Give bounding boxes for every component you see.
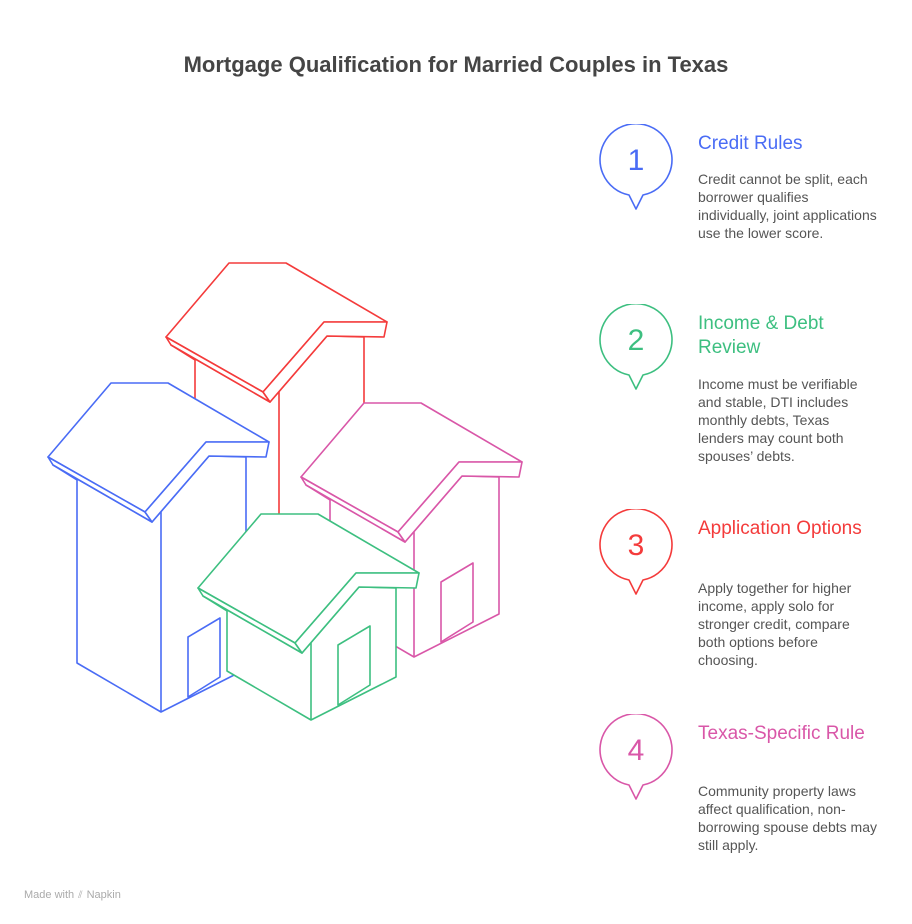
door [440,562,474,643]
roof-side-edge [397,461,523,543]
step-description: Apply together for higher income, apply … [698,580,852,668]
step-description: Community property laws affect qualifica… [698,783,877,853]
speech-bubble-icon [599,509,673,595]
footer: Made with ⫽ Napkin [24,889,121,901]
step-number: 2 [627,324,645,357]
footer-brand: Napkin [86,889,121,901]
page-title: Mortgage Qualification for Married Coupl… [183,52,729,77]
door [337,625,371,706]
roof-side-edge [294,572,420,654]
footer-label: Made with [24,889,75,901]
house-green [197,513,420,721]
step-number: 1 [627,144,645,177]
step-title: Application Options [698,518,862,539]
speech-bubble-icon [599,124,673,210]
napkin-logo-icon: ⫽ [78,889,83,901]
roof-side-edge [144,441,270,523]
house-blue [47,382,270,713]
step-title: Texas-Specific Rule [698,723,865,744]
speech-bubble-icon [599,714,673,800]
step-number: 4 [627,734,645,767]
step-description: Income must be verifiable and stable, DT… [698,376,858,464]
roof-side-edge [262,321,388,403]
step-title: Income & Debt Review [698,313,824,358]
step-description: Credit cannot be split, each borrower qu… [698,171,877,241]
houses-illustration [47,262,523,721]
step-number: 3 [627,529,645,562]
speech-bubble-icon [599,304,673,390]
step-title: Credit Rules [698,133,803,154]
door [187,617,221,698]
